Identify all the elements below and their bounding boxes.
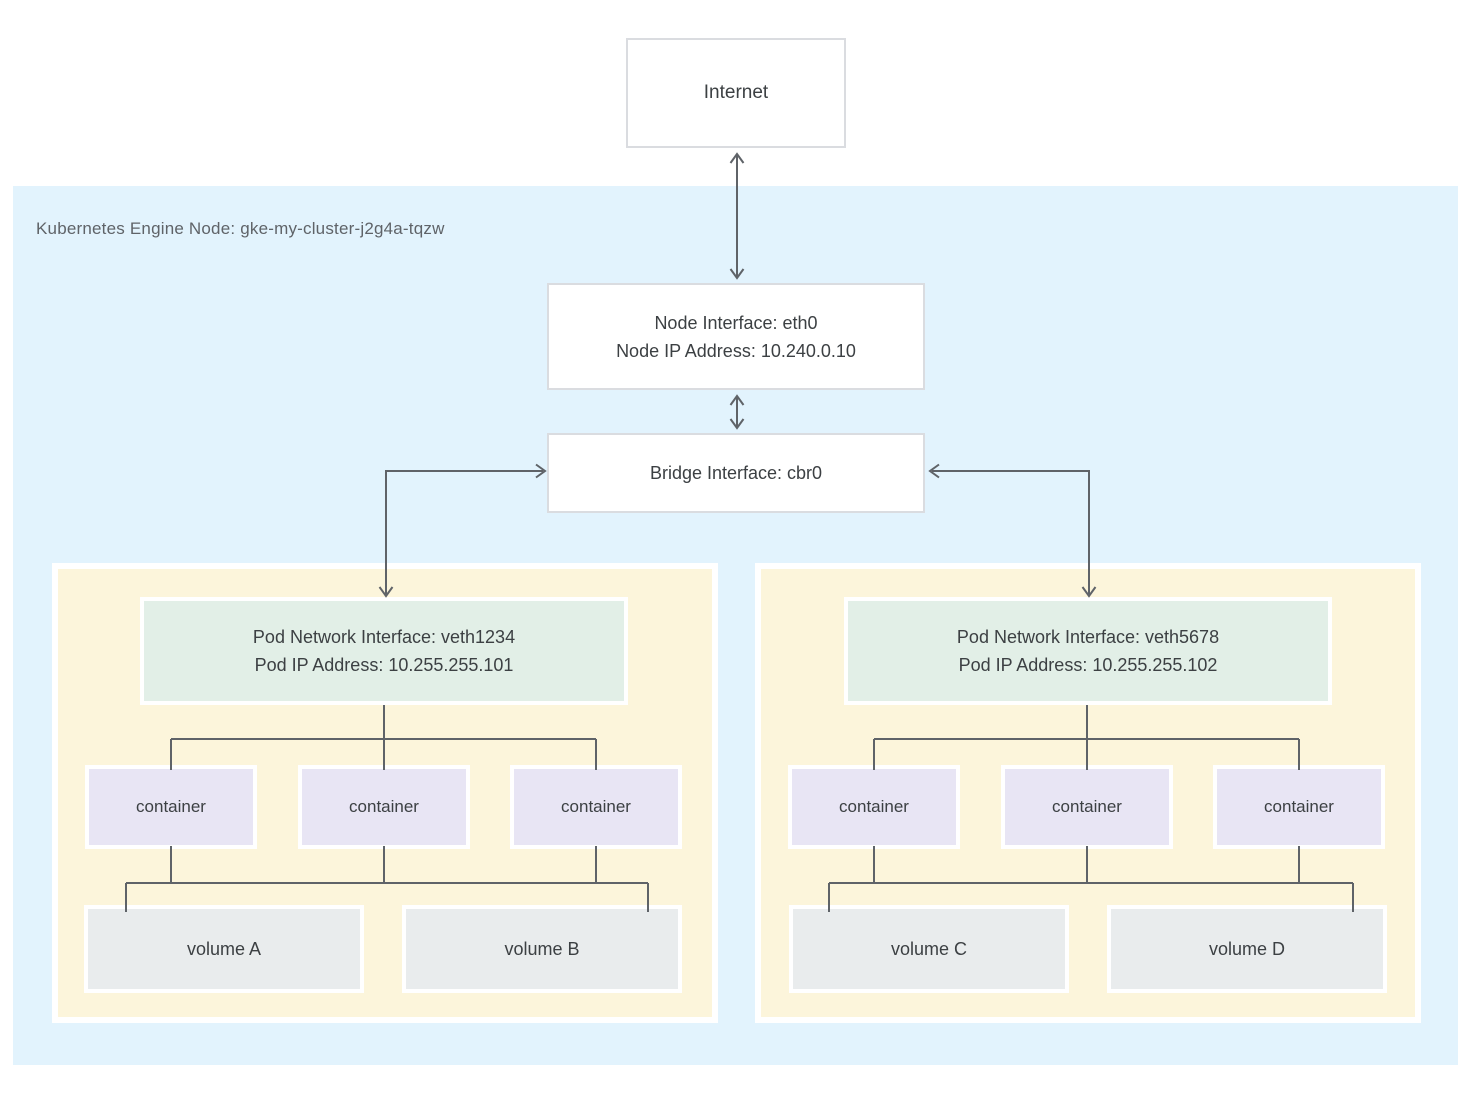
kubernetes-node-label: Kubernetes Engine Node: gke-my-cluster-j… [36,219,445,238]
pod2-container-3: container [1213,765,1385,849]
pod1-volume-b: volume B [402,905,682,993]
bridge-interface-box: Bridge Interface: cbr0 [547,433,925,513]
volume-label: volume B [504,938,580,959]
pod1-network-interface-line2: Pod IP Address: 10.255.255.101 [254,655,514,675]
pod1-volume-a: volume A [84,905,364,993]
container-label: container [839,797,909,816]
volume-label: volume C [890,938,968,959]
node-interface-line2: Node IP Address: 10.240.0.10 [616,340,856,361]
pod1-container-3: container [510,765,682,849]
container-label: container [561,797,631,816]
pod1-network-interface-box: Pod Network Interface: veth1234 Pod IP A… [140,597,628,705]
volume-label: volume D [1208,938,1286,959]
internet-box: Internet [626,38,846,148]
node-interface-box: Node Interface: eth0 Node IP Address: 10… [547,283,925,390]
arrowhead-up-icon [729,152,745,164]
container-label: container [1264,797,1334,816]
pod2-volume-d: volume D [1107,905,1387,993]
internet-label: Internet [703,82,769,103]
pod1-container-2: container [298,765,470,849]
pod1-network-interface-line1: Pod Network Interface: veth1234 [252,627,516,647]
pod1-container-1: container [85,765,257,849]
pod2-network-interface-line2: Pod IP Address: 10.255.255.102 [958,655,1218,675]
node-interface-line1: Node Interface: eth0 [654,312,818,333]
pod2-container-2: container [1001,765,1173,849]
pod2-container-1: container [788,765,960,849]
container-label: container [136,797,206,816]
pod2-volume-c: volume C [789,905,1069,993]
pod2-network-interface-box: Pod Network Interface: veth5678 Pod IP A… [844,597,1332,705]
pod2-network-interface-line1: Pod Network Interface: veth5678 [956,627,1220,647]
bridge-interface-label: Bridge Interface: cbr0 [649,462,823,483]
container-label: container [1052,797,1122,816]
container-label: container [349,797,419,816]
volume-label: volume A [186,938,262,959]
